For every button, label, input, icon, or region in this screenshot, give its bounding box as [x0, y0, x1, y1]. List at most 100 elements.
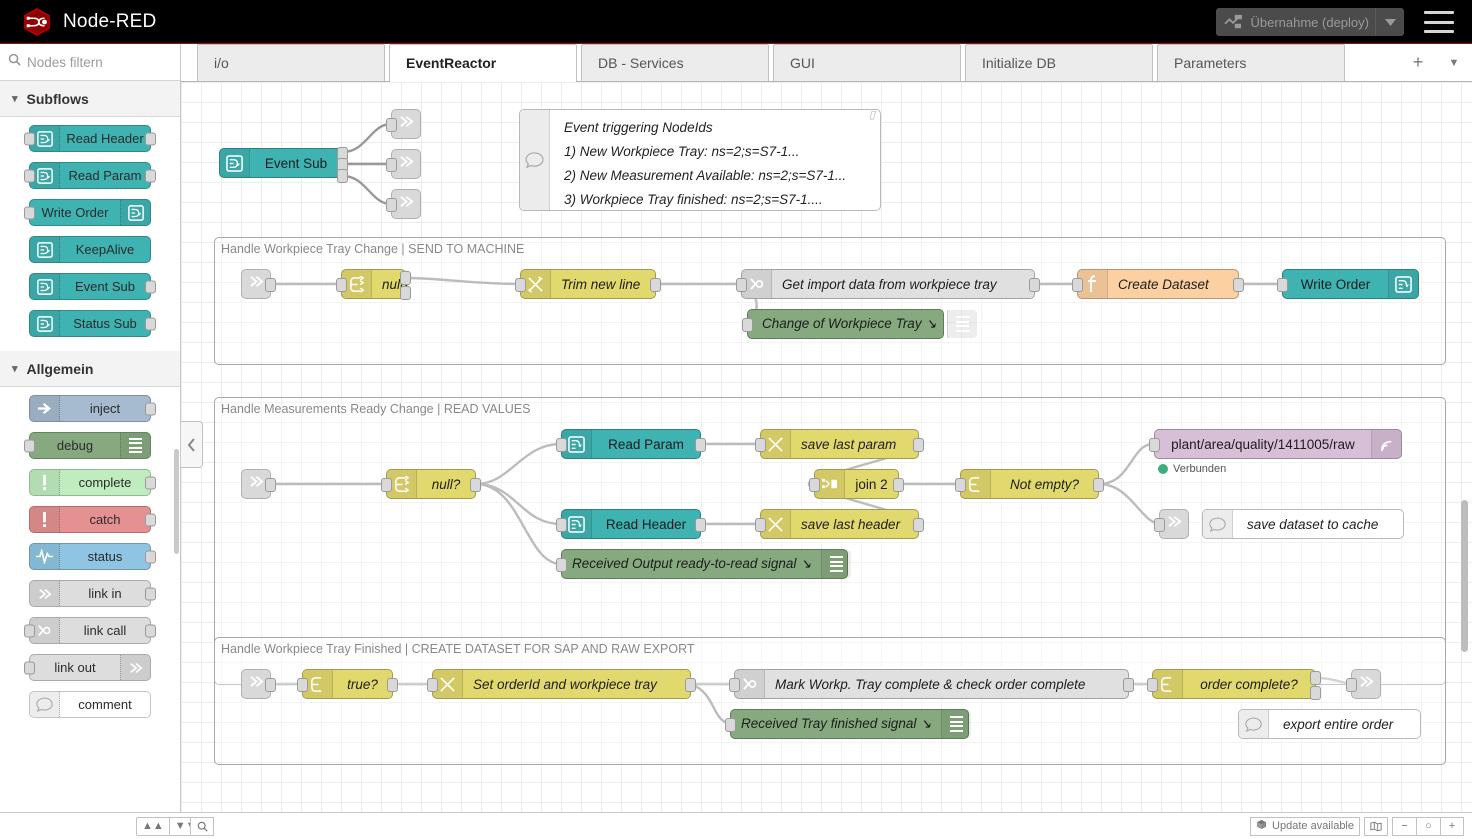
- update-available-button[interactable]: Update available: [1250, 816, 1360, 836]
- group-workpiece-tray-change[interactable]: Handle Workpiece Tray Change | SEND TO M…: [214, 237, 1446, 365]
- node-input-port[interactable]: [736, 278, 747, 292]
- node-input-port[interactable]: [755, 518, 766, 532]
- palette-node-input-port[interactable]: [24, 439, 35, 452]
- node-input-port[interactable]: [556, 558, 567, 572]
- node-output-port[interactable]: [400, 271, 411, 285]
- palette-node-catch[interactable]: catch: [29, 506, 156, 533]
- palette-node-link-in[interactable]: link in: [29, 580, 156, 607]
- palette-node-output-port[interactable]: [145, 476, 156, 489]
- comment-node-save-cache[interactable]: save dataset to cache: [1202, 509, 1404, 539]
- palette-node-status[interactable]: status: [29, 543, 156, 570]
- add-flow-button[interactable]: +: [1412, 52, 1424, 72]
- palette-node-output-port[interactable]: [145, 402, 156, 415]
- node-link-out-3[interactable]: [1346, 669, 1381, 699]
- tab-db-services[interactable]: DB - Services: [581, 44, 769, 81]
- palette-node-output-port[interactable]: [145, 513, 156, 526]
- node-switch-order-complete[interactable]: order complete?: [1147, 669, 1321, 700]
- node-input-port[interactable]: [556, 438, 567, 452]
- node-output-port[interactable]: [1310, 671, 1321, 685]
- palette-node-input-port[interactable]: [24, 206, 35, 219]
- node-debug-tray-change[interactable]: Change of Workpiece Tray ↘: [742, 309, 977, 339]
- node-input-port[interactable]: [1277, 278, 1288, 292]
- group-workpiece-tray-finished[interactable]: Handle Workpiece Tray Finished | CREATE …: [214, 637, 1446, 765]
- node-change-trim[interactable]: Trim new line: [515, 269, 661, 299]
- hamburger-menu-icon[interactable]: [1424, 11, 1454, 33]
- palette-node-output-port[interactable]: [145, 280, 156, 293]
- node-save-last-param[interactable]: save last param: [755, 429, 924, 459]
- node-debug-tray-finished[interactable]: Received Tray finished signal ↘: [725, 709, 972, 739]
- node-output-port[interactable]: [265, 678, 276, 692]
- node-input-port[interactable]: [742, 318, 753, 332]
- node-input-port[interactable]: [336, 278, 347, 292]
- node-switch-null[interactable]: null?: [336, 269, 411, 300]
- node-link-out[interactable]: [386, 149, 421, 179]
- palette-node-complete[interactable]: complete: [29, 469, 156, 496]
- navigator-map-icon[interactable]: [1364, 816, 1388, 836]
- palette-search[interactable]: Nodes filtern: [0, 44, 180, 81]
- palette-node-link-call[interactable]: link call: [24, 617, 156, 644]
- node-input-port[interactable]: [297, 678, 308, 692]
- chevrons-up-icon[interactable]: ▲▲: [136, 816, 170, 836]
- node-input-port[interactable]: [515, 278, 526, 292]
- palette-node-input-port[interactable]: [24, 661, 35, 674]
- node-link-in[interactable]: [241, 469, 276, 499]
- node-read-header[interactable]: Read Header: [556, 509, 706, 539]
- zoom-out-button[interactable]: −: [1392, 816, 1416, 836]
- node-output-port[interactable]: [1029, 278, 1040, 292]
- canvas-vertical-scrollbar[interactable]: [1461, 500, 1468, 652]
- node-input-port[interactable]: [1154, 518, 1165, 532]
- node-output-port[interactable]: [695, 438, 706, 452]
- palette-node-inject[interactable]: inject: [29, 395, 156, 422]
- palette-node-comment[interactable]: comment: [29, 691, 151, 718]
- flow-list-menu-button[interactable]: ▼: [1448, 56, 1460, 69]
- palette-node-output-port[interactable]: [145, 624, 156, 637]
- deploy-button[interactable]: Übernahme (deploy): [1216, 8, 1404, 36]
- palette-collapse-handle[interactable]: [181, 421, 203, 468]
- comment-node-export-order[interactable]: export entire order: [1238, 709, 1421, 739]
- node-link-in-3[interactable]: [241, 669, 276, 699]
- zoom-in-button[interactable]: +: [1440, 816, 1464, 836]
- tab-gui[interactable]: GUI: [773, 44, 961, 81]
- palette-node-event-sub[interactable]: Event Sub: [29, 273, 156, 300]
- palette-node-link-out[interactable]: link out: [24, 654, 151, 681]
- node-output-port[interactable]: [695, 518, 706, 532]
- node-output-port[interactable]: [1123, 678, 1134, 692]
- node-link-out[interactable]: [386, 109, 421, 139]
- node-input-port[interactable]: [725, 718, 736, 732]
- palette-node-keepalive[interactable]: KeepAlive: [29, 236, 151, 263]
- node-output-port[interactable]: [265, 278, 276, 292]
- palette-node-status-sub[interactable]: Status Sub: [29, 310, 156, 337]
- palette-category-allgemein[interactable]: ▾ Allgemein: [0, 351, 180, 387]
- node-debug-output-ready[interactable]: Received Output ready-to-read signal ↘: [556, 549, 852, 579]
- comment-resize-handle[interactable]: ▯: [868, 109, 875, 121]
- palette-node-output-port[interactable]: [145, 132, 156, 145]
- node-output-port[interactable]: [685, 678, 696, 692]
- node-link-out[interactable]: [386, 189, 421, 219]
- node-link-in[interactable]: [241, 269, 276, 299]
- node-switch-not-empty[interactable]: Not empty?: [955, 469, 1104, 499]
- node-output-port[interactable]: [470, 478, 481, 492]
- node-save-last-header[interactable]: save last header: [755, 509, 924, 539]
- node-write-order[interactable]: Write Order: [1277, 269, 1419, 299]
- node-input-port[interactable]: [386, 118, 397, 132]
- node-mqtt-out[interactable]: plant/area/quality/1411005/raw: [1149, 429, 1402, 459]
- node-output-port[interactable]: [913, 438, 924, 452]
- node-input-port[interactable]: [1149, 438, 1160, 452]
- node-event-sub[interactable]: Event Sub: [219, 147, 348, 183]
- node-output-port[interactable]: [400, 286, 411, 300]
- node-join[interactable]: join 2: [809, 469, 904, 499]
- node-input-port[interactable]: [381, 478, 392, 492]
- palette-node-output-port[interactable]: [145, 317, 156, 330]
- tab-eventreactor[interactable]: EventReactor: [389, 44, 577, 82]
- palette-node-debug[interactable]: debug: [24, 432, 151, 459]
- node-input-port[interactable]: [1072, 278, 1083, 292]
- node-output-port[interactable]: [1233, 278, 1244, 292]
- tab-initialize-db[interactable]: Initialize DB: [965, 44, 1153, 81]
- zoom-reset-button[interactable]: ○: [1416, 816, 1440, 836]
- node-output-port[interactable]: [650, 278, 661, 292]
- palette-node-output-port[interactable]: [145, 169, 156, 182]
- node-input-port[interactable]: [386, 158, 397, 172]
- palette-node-read-header[interactable]: Read Header: [24, 125, 156, 152]
- palette-node-read-param[interactable]: Read Param: [24, 162, 156, 189]
- tab-parameters[interactable]: Parameters: [1157, 44, 1345, 81]
